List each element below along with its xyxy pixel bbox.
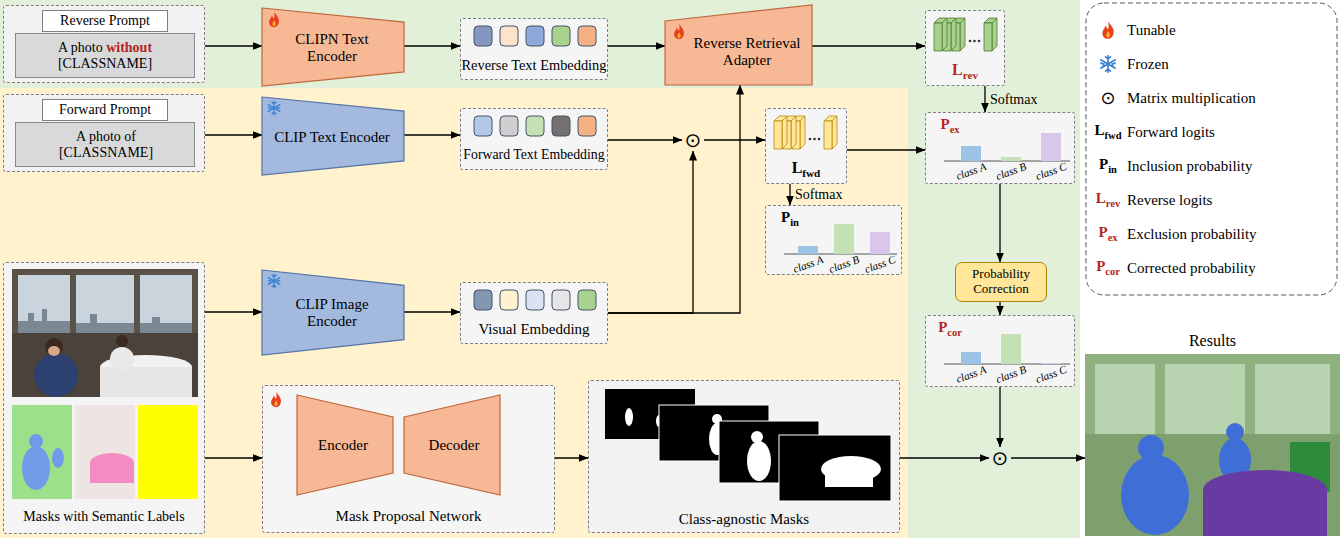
node-shape — [4, 263, 206, 535]
node-label: Pcor — [930, 318, 970, 340]
legend-text: Forward logits — [1127, 121, 1332, 143]
node-label: Probability Correction — [958, 264, 1044, 300]
result-image: Results — [1085, 330, 1340, 536]
legend-symbol: Lfwd — [1090, 121, 1126, 143]
arrow-connector — [999, 184, 1000, 262]
legend-text: Exclusion probability — [1127, 223, 1332, 245]
arrow-connector — [984, 86, 985, 112]
mask-proposal-network: Mask Proposal Network Encoder Decoder — [262, 385, 555, 533]
arrow-connector — [205, 134, 262, 135]
arrow-connector — [1011, 457, 1085, 458]
node-label: Forward Text Embedding — [461, 143, 607, 167]
green-region — [0, 0, 1080, 538]
node-label: CLIP Image Encoder — [272, 290, 392, 336]
legend-text: Matrix multiplication — [1127, 87, 1332, 109]
node-shape — [1085, 330, 1340, 536]
node-label: Masks with Semantic Labels — [4, 505, 204, 529]
node-shape — [262, 270, 404, 355]
arrow-connector — [608, 45, 665, 46]
node-label: Reverse Text Embedding — [461, 53, 607, 77]
encoder-block: Encoder — [297, 395, 393, 495]
decoder-block: Decoder — [404, 395, 500, 495]
node-label: A photo without [CLASSNAME] — [22, 35, 188, 76]
arrow-connector — [404, 311, 460, 312]
edge-label: Softmax — [795, 186, 851, 204]
retrieval-adapter: Reverse Retrieval Adapter — [665, 5, 812, 85]
logits-box: Lrev — [925, 10, 1005, 86]
prompt-text-box: A photo without [CLASSNAME] — [15, 33, 195, 78]
node-label: Pin — [770, 208, 810, 230]
edge-label: Softmax — [990, 91, 1046, 109]
arrow-connector — [555, 457, 588, 458]
logits-box: Lfwd — [765, 108, 847, 184]
legend-text: Inclusion probability — [1127, 155, 1332, 177]
arrow-connector — [812, 45, 925, 46]
text-encoder: CLIP Text Encoder — [262, 97, 404, 175]
arrow-connector — [404, 134, 460, 135]
node-label: Visual Embedding — [461, 317, 607, 341]
node-label: Decoder — [414, 425, 494, 465]
flame-icon — [1102, 21, 1113, 39]
probability-chart: Pexclass Aclass Bclass C — [925, 112, 1075, 184]
matmul-symbol: ⊙ — [989, 447, 1011, 469]
node-label: CLIPN Text Encoder — [272, 26, 392, 70]
arrow-connector — [608, 85, 740, 313]
legend-symbol: Pex — [1090, 223, 1126, 245]
node-shape — [262, 8, 404, 86]
yellow-region — [0, 88, 908, 538]
node-label: Encoder — [303, 425, 383, 465]
arrow-connector — [847, 149, 925, 150]
input-image-box: Masks with Semantic Labels — [3, 262, 205, 534]
node-label: Lfwd — [766, 157, 846, 181]
image-encoder: CLIP Image Encoder — [262, 270, 404, 355]
legend-symbol: Pcor — [1090, 257, 1126, 279]
embedding-box: Forward Text Embedding — [460, 108, 608, 170]
prompt-group: Forward Prompt A photo of [CLASSNAME] — [3, 94, 205, 172]
class-label: class C — [1024, 358, 1078, 391]
node-label: Reverse Retrieval Adapter — [689, 25, 805, 79]
legend-symbol: Lrev — [1090, 189, 1126, 211]
node-label: Reverse Prompt — [42, 10, 168, 32]
arrow-connector — [205, 457, 262, 458]
legend-symbol: Pin — [1090, 155, 1126, 177]
prompt-group: Reverse Prompt A photo without [CLASSNAME… — [3, 5, 205, 83]
correction-box: Probability Correction — [955, 262, 1047, 302]
matmul-symbol: ⊙ — [682, 129, 704, 151]
node-label: Class-agnostic Masks — [589, 507, 899, 531]
arrow-connector — [999, 387, 1000, 447]
node-label: A photo of [CLASSNAME] — [44, 124, 168, 165]
node-label: Mask Proposal Network — [263, 504, 554, 528]
legend-text: Tunable — [1127, 19, 1332, 41]
node-label: Lrev — [926, 59, 1004, 83]
probability-chart: Pcorclass Aclass Bclass C — [925, 315, 1075, 387]
snowflake-icon — [1101, 56, 1116, 73]
probability-chart: Pinclass Aclass Bclass C — [765, 205, 902, 275]
prompt-text-box: A photo of [CLASSNAME] — [15, 122, 195, 167]
node-label: ⊙ — [682, 129, 704, 151]
embedding-box: Reverse Text Embedding — [460, 18, 608, 80]
node-label: Pex — [930, 115, 970, 137]
arrow-connector — [999, 302, 1000, 315]
arrow-connector — [704, 139, 765, 140]
arrow-connector — [205, 45, 262, 46]
node-label: ⊙ — [989, 447, 1011, 469]
arrow-connector — [608, 139, 682, 140]
arrow-connector — [900, 457, 989, 458]
legend-symbol: ⊙ — [1090, 87, 1126, 109]
legend-box — [1086, 3, 1337, 295]
node-label: Forward Prompt — [42, 99, 168, 121]
mask-output-box: Class-agnostic Masks — [588, 380, 900, 533]
legend-text: Corrected probability — [1127, 257, 1332, 279]
arrow-connector — [205, 311, 262, 312]
legend-text: Reverse logits — [1127, 189, 1332, 211]
embedding-box: Visual Embedding — [460, 282, 608, 344]
text-encoder: CLIPN Text Encoder — [262, 8, 404, 86]
node-label: Results — [1085, 330, 1340, 352]
arrow-connector — [404, 45, 460, 46]
arrow-connector — [789, 184, 790, 205]
arrow-connector — [608, 151, 693, 313]
node-label: CLIP Text Encoder — [272, 115, 392, 159]
legend-text: Frozen — [1127, 53, 1332, 75]
